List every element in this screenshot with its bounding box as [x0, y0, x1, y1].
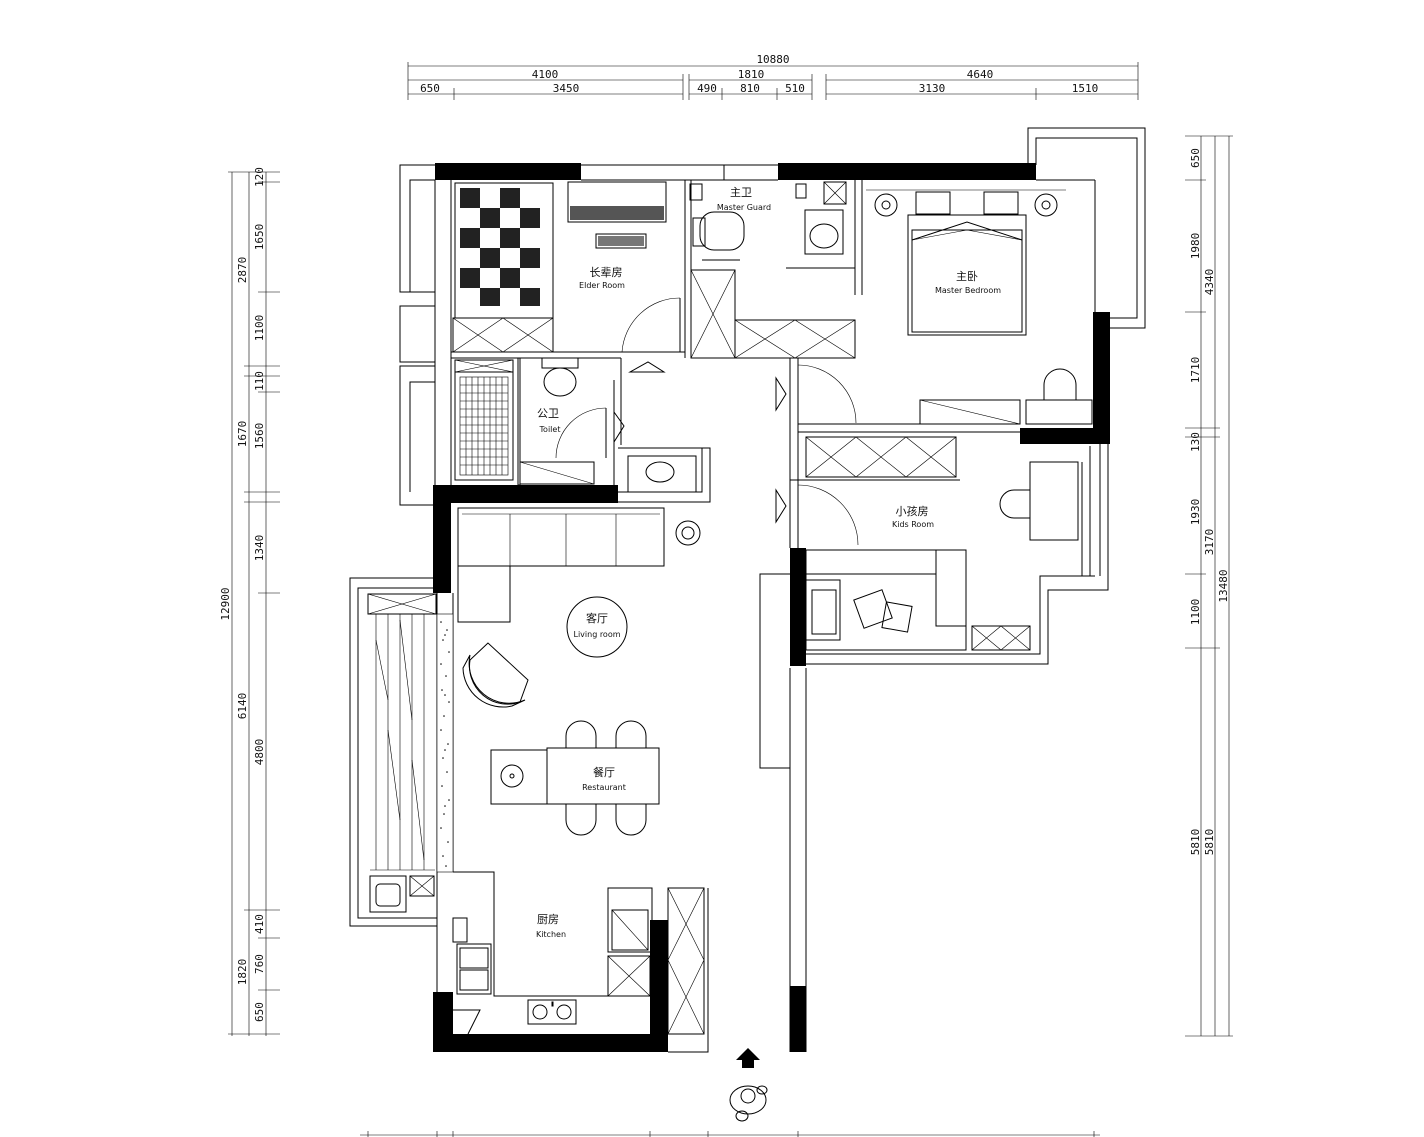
dim-right-r1-1: 3170 — [1203, 529, 1216, 556]
master-bedroom-en: Master Bedroom — [935, 286, 1001, 295]
dim-top-r2-2: 490 — [697, 82, 717, 95]
dim-top-r2-5: 3130 — [919, 82, 946, 95]
kitchen-cn: 厨房 — [537, 913, 559, 926]
dim-top-total: 10880 — [756, 53, 789, 66]
dim-top-r1-0: 4100 — [532, 68, 559, 81]
person-icon — [729, 1085, 768, 1122]
dim-top-r2-0: 650 — [420, 82, 440, 95]
structural-walls — [433, 163, 1110, 1052]
dim-right-r2-5: 1100 — [1189, 599, 1202, 626]
dim-left-r1-2: 6140 — [236, 693, 249, 720]
dim-right-r2-1: 1980 — [1189, 233, 1202, 260]
dim-left-r2-6: 4800 — [253, 739, 266, 766]
gravel-dots — [440, 621, 450, 867]
dim-right-r2-3: 130 — [1189, 432, 1202, 452]
dim-left-r2-1: 1650 — [253, 224, 266, 251]
toilet-room: 公卫 Toilet — [454, 357, 697, 493]
floor-lamp-icon — [675, 520, 701, 546]
bedside-lamp-left-icon — [874, 193, 898, 217]
kids-room-cn: 小孩房 — [896, 505, 929, 518]
bedside-lamp-right-icon — [1034, 193, 1058, 217]
outer-outline — [349, 127, 1146, 1053]
master-guard-room: 主卫 Master Guard — [689, 181, 856, 359]
dim-top-r1-1: 1810 — [738, 68, 765, 81]
dining-chair — [615, 804, 647, 836]
entrance-arrow-icon — [736, 1048, 760, 1068]
living-room-en: Living room — [573, 630, 620, 639]
elder-room-en: Elder Room — [579, 281, 625, 290]
armchair — [462, 654, 526, 708]
dim-right-r1-2: 5810 — [1203, 829, 1216, 856]
kitchen: 厨房 Kitchen — [452, 871, 705, 1035]
dim-left-r2-7: 410 — [253, 914, 266, 934]
master-guard-en: Master Guard — [717, 203, 771, 212]
living-balcony-stripes — [367, 593, 437, 871]
coffee-table — [566, 596, 628, 658]
master-bed — [907, 214, 1027, 336]
master-bedroom-cn: 主卧 — [956, 270, 978, 283]
sofa — [457, 507, 665, 567]
dim-top-r2-1: 3450 — [553, 82, 580, 95]
sink-icon — [500, 764, 524, 788]
dim-top-r2-3: 810 — [740, 82, 760, 95]
right-dimensions: 13480 4340 3170 5810 650 1980 1710 130 1… — [1185, 135, 1233, 1037]
dim-right-r2-4: 1930 — [1189, 499, 1202, 526]
kitchen-sink — [456, 943, 492, 995]
dim-left-r2-0: 120 — [253, 167, 266, 187]
bed-pattern — [460, 188, 540, 306]
shower-grid — [459, 376, 509, 476]
elder-room: 长辈房 Elder Room — [452, 181, 681, 353]
dim-right-r1-0: 4340 — [1203, 269, 1216, 296]
stove — [527, 999, 577, 1025]
door-markers — [613, 361, 787, 524]
dim-left-r1-0: 2870 — [236, 257, 249, 284]
elder-room-cn: 长辈房 — [590, 265, 623, 279]
dim-right-r2-2: 1710 — [1189, 357, 1202, 384]
dim-top-r2-4: 510 — [785, 82, 805, 95]
top-dimensions: 10880 4100 1810 4640 650 3450 490 810 51… — [407, 53, 1139, 100]
kids-room-en: Kids Room — [892, 520, 934, 529]
master-bedroom: 主卧 Master Bedroom — [797, 189, 1093, 425]
left-dimensions: 12900 2870 1670 6140 1820 120 1650 1100 … — [219, 167, 280, 1036]
washing-machine — [369, 875, 407, 913]
dim-top-r1-2: 4640 — [967, 68, 994, 81]
fridge — [607, 887, 653, 953]
dim-left-total: 12900 — [219, 587, 232, 620]
master-guard-cn: 主卫 — [730, 186, 752, 199]
restaurant: 餐厅 Restaurant — [490, 720, 660, 836]
dining-chair — [615, 720, 647, 748]
elder-door-swing — [621, 297, 681, 353]
dining-chair — [565, 720, 597, 748]
living-room-cn: 客厅 — [586, 611, 608, 625]
living-room: 客厅 Living room — [367, 507, 701, 913]
dim-left-r2-4: 1560 — [253, 423, 266, 450]
gravel-strip — [436, 613, 454, 873]
restaurant-cn: 餐厅 — [593, 765, 615, 779]
dim-left-r2-5: 1340 — [253, 535, 266, 562]
elder-desk — [567, 181, 667, 223]
dim-left-r2-2: 1100 — [253, 315, 266, 342]
kitchen-en: Kitchen — [536, 930, 566, 939]
bottom-ticks — [360, 1131, 1100, 1137]
dim-top-r2-6: 1510 — [1072, 82, 1099, 95]
dim-left-r2-9: 650 — [253, 1002, 266, 1022]
dim-right-r2-6: 5810 — [1189, 829, 1202, 856]
toilet-cn: 公卫 — [537, 407, 559, 420]
kids-room: 小孩房 Kids Room — [797, 436, 1091, 651]
dining-chair — [565, 804, 597, 836]
toilet-en: Toilet — [539, 425, 561, 434]
dim-left-r2-8: 760 — [253, 954, 266, 974]
dim-left-r2-3: 110 — [253, 371, 266, 391]
dim-right-r2-0: 650 — [1189, 148, 1202, 168]
restaurant-en: Restaurant — [582, 783, 626, 792]
dim-left-r1-1: 1670 — [236, 421, 249, 448]
entrance — [729, 1048, 768, 1122]
dim-left-r1-3: 1820 — [236, 959, 249, 986]
dim-right-total: 13480 — [1217, 569, 1230, 602]
